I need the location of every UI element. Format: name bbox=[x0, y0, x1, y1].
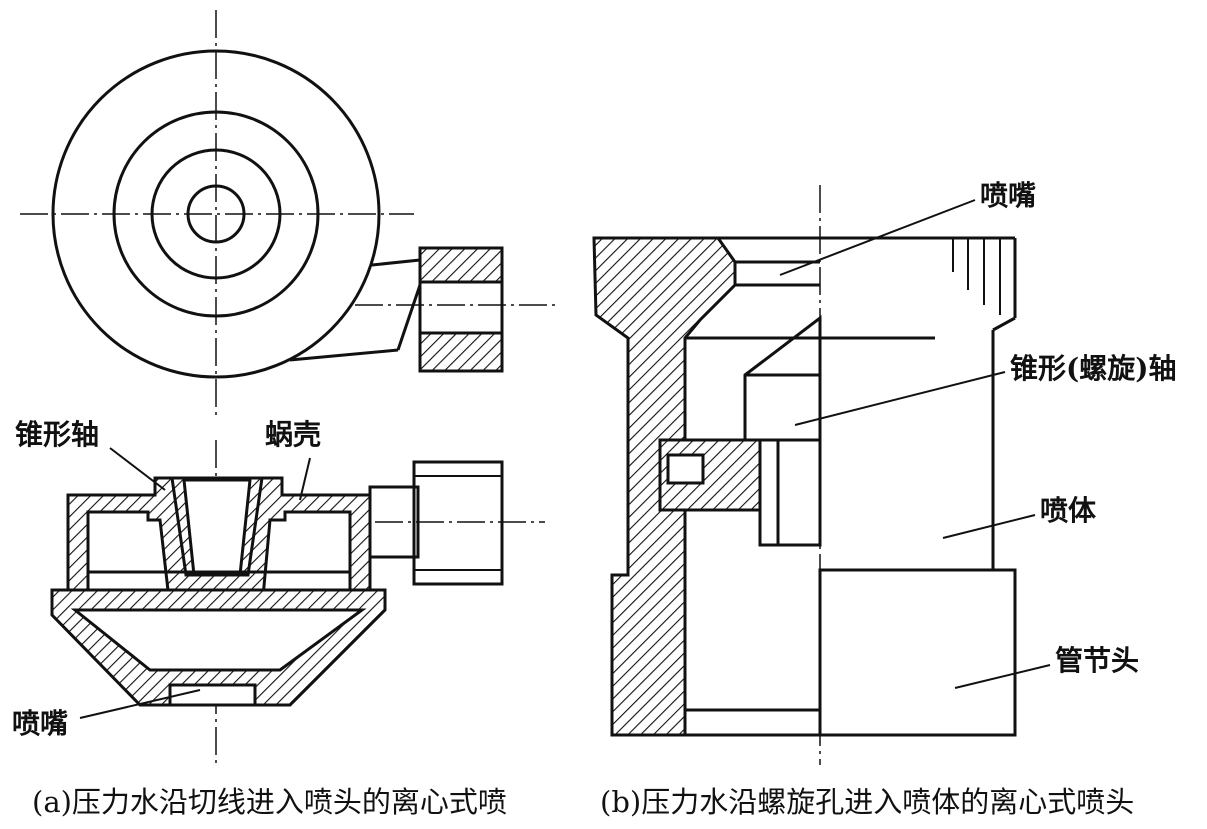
b-spiral-hole bbox=[666, 453, 705, 485]
label-volute: 蜗壳 bbox=[265, 418, 321, 451]
cone-shaft-bore bbox=[182, 478, 252, 577]
label-pipe-joint: 管节头 bbox=[1055, 644, 1139, 677]
label-cone-shaft: 锥形轴 bbox=[15, 418, 99, 451]
fig-a-section-view bbox=[50, 440, 545, 765]
nozzle-orifice bbox=[168, 683, 257, 707]
inlet-bore bbox=[418, 280, 504, 335]
inlet-fitting-top bbox=[418, 246, 504, 284]
label-spray-body: 喷体 bbox=[1040, 494, 1097, 527]
label-nozzle-b: 喷嘴 bbox=[980, 179, 1036, 212]
label-nozzle-a: 喷嘴 bbox=[12, 707, 68, 740]
caption-b: (b)压力水沿螺旋孔进入喷体的离心式喷头 bbox=[600, 785, 1134, 819]
leader-nozzle-a bbox=[79, 689, 201, 719]
leader-cone-shaft bbox=[109, 447, 166, 491]
b-leader-joint bbox=[954, 664, 1051, 689]
inlet-upper-edge bbox=[371, 258, 421, 267]
b-pipe-joint bbox=[818, 568, 1017, 737]
leader-volute bbox=[299, 457, 311, 501]
b-leader-body bbox=[942, 514, 1036, 539]
label-cone-spiral-shaft: 锥形(螺旋)轴 bbox=[1010, 352, 1177, 385]
outlet-fitting bbox=[412, 460, 504, 586]
fig-a-top-view bbox=[20, 10, 560, 420]
fig-b-section bbox=[592, 185, 1051, 765]
inlet-fitting-bottom bbox=[418, 331, 504, 373]
caption-a: (a)压力水沿切线进入喷头的离心式喷 bbox=[32, 785, 507, 819]
inlet-taper bbox=[396, 284, 422, 351]
b-leader-nozzle bbox=[779, 199, 976, 276]
b-right-step bbox=[992, 316, 1016, 332]
lower-chamber bbox=[70, 608, 367, 672]
b-shaft-stem bbox=[758, 438, 822, 547]
inlet-lower-edge bbox=[289, 348, 399, 362]
b-leader-shaft bbox=[794, 371, 1006, 426]
